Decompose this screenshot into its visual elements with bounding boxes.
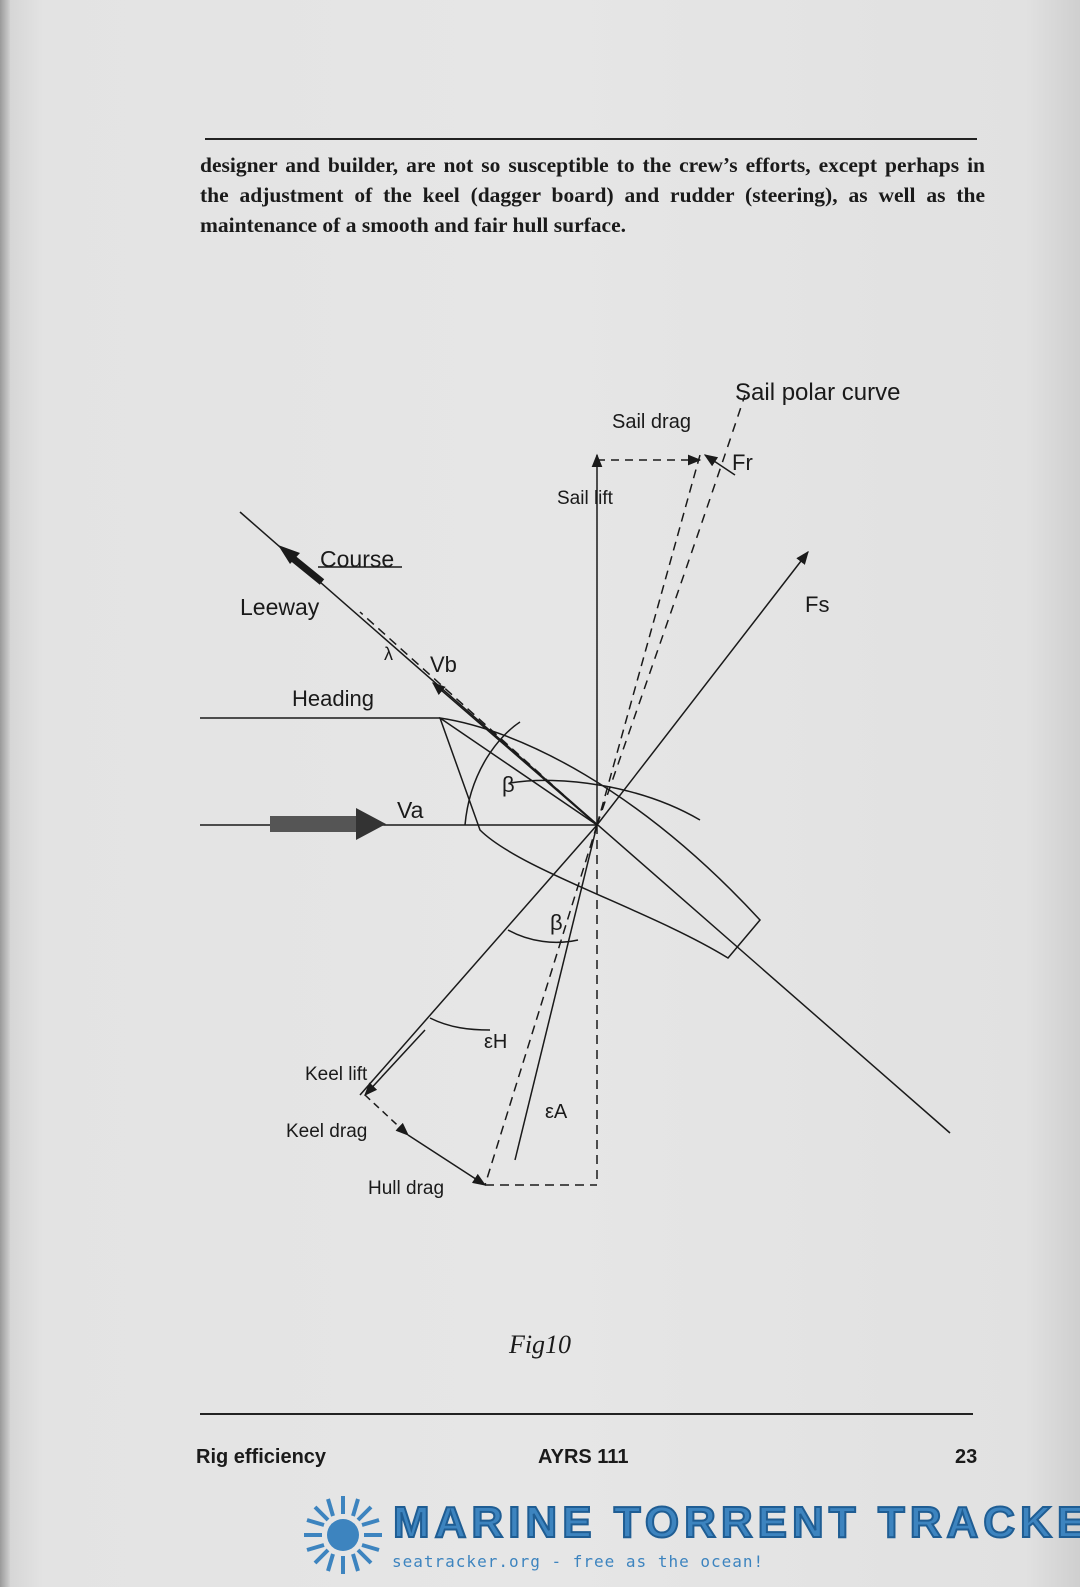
eps-a-label: εA (545, 1101, 568, 1123)
beta-lower-label: β (550, 910, 563, 935)
fs-label: Fs (805, 592, 829, 617)
hull-outline (438, 717, 761, 959)
keel-lift-label: Keel lift (305, 1064, 368, 1085)
hull-drag-label: Hull drag (368, 1178, 444, 1199)
eps-h-arc (429, 1017, 491, 1031)
keel-drag-arrow (364, 1094, 409, 1136)
vb-arrow (431, 682, 598, 826)
header-rule (205, 138, 977, 140)
hull-resultant-dashed (484, 824, 598, 1186)
eps-h-label: εH (484, 1031, 507, 1053)
heading-direction (439, 717, 598, 826)
beta-arc-lower (507, 929, 579, 944)
book-spine-shadow (0, 0, 10, 1587)
keel-drag-label: Keel drag (286, 1121, 367, 1142)
fr-resultant (596, 454, 701, 826)
sail-polar-curve (596, 394, 746, 826)
banner-title: MARINE TORRENT TRACKER (392, 1497, 1080, 1548)
footer-rule (200, 1413, 973, 1415)
leeway-dashed-line (359, 611, 598, 826)
footer-journal: AYRS 111 (538, 1446, 629, 1468)
sun-icon (304, 1496, 382, 1574)
hull-drag-arrow (407, 1134, 487, 1186)
fs-force-arrow (596, 550, 809, 826)
sail-lift-label: Sail lift (557, 488, 614, 509)
footer-page-number: 23 (955, 1446, 978, 1468)
va-label: Va (397, 797, 424, 823)
sail-drag-label: Sail drag (612, 411, 691, 433)
vb-label: Vb (430, 652, 457, 677)
body-paragraph-text: designer and builder, are not so suscept… (200, 153, 985, 237)
footer-section-title: Rig efficiency (196, 1446, 327, 1468)
lambda-label: λ (384, 644, 393, 664)
sail-polar-curve-label: Sail polar curve (735, 379, 900, 406)
figure-caption: Fig10 (508, 1330, 572, 1359)
va-arrow (270, 808, 386, 840)
fr-label: Fr (732, 450, 753, 475)
keel-resultant-line (514, 824, 598, 1161)
fr-pointer (703, 454, 736, 476)
keel-force-line (359, 824, 598, 1096)
body-paragraph: designer and builder, are not so suscept… (200, 150, 985, 240)
beta-arc-upper (464, 721, 521, 826)
sail-boom (509, 779, 701, 821)
leeway-label: Leeway (240, 594, 320, 620)
course-label: Course (320, 546, 394, 572)
heading-label: Heading (292, 686, 374, 711)
banner-subtitle[interactable]: seatracker.org - free as the ocean! (392, 1552, 765, 1571)
watermark-banner: MARINE TORRENT TRACKER seatracker.org - … (300, 1490, 1080, 1582)
course-arrow (278, 545, 402, 585)
beta-upper-label: β (502, 772, 515, 797)
keel-lift-arrow (364, 1029, 426, 1096)
